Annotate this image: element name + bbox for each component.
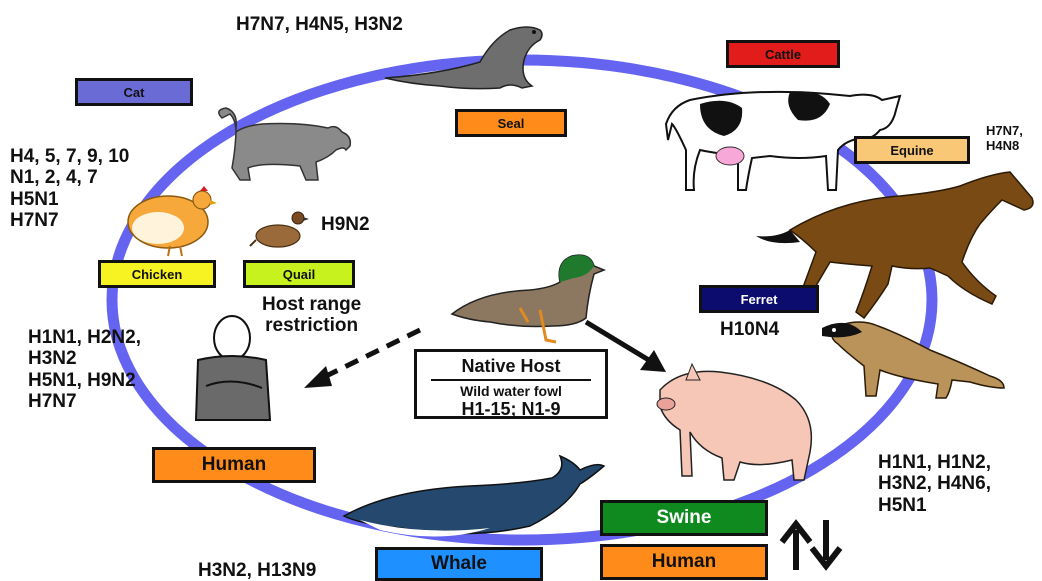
- cat-icon: [219, 108, 351, 180]
- native-host-title: Native Host: [417, 356, 605, 377]
- cat-label: Cat: [75, 78, 193, 106]
- pig-icon: [657, 364, 811, 480]
- native-host-divider: [431, 379, 591, 381]
- whale-subtypes: H3N2, H13N9: [198, 560, 316, 581]
- chicken-label: Chicken: [98, 260, 216, 288]
- equine-label: Equine: [854, 136, 970, 164]
- human-icon: [196, 316, 270, 420]
- dashed-arrow: [304, 330, 420, 388]
- cat-chicken-subtypes: H4, 5, 7, 9, 10 N1, 2, 4, 7 H5N1 H7N7: [10, 146, 129, 231]
- native-host-subtypes: H1-15; N1-9: [417, 399, 605, 420]
- ferret-subtypes: H10N4: [720, 319, 779, 340]
- swine-label: Swine: [600, 500, 768, 536]
- ferret-label: Ferret: [699, 285, 819, 313]
- human-subtypes: H1N1, H2N2, H3N2 H5N1, H9N2 H7N7: [28, 327, 141, 412]
- duck-icon: [452, 255, 604, 342]
- native-host-box: Native Host Wild water fowl H1-15; N1-9: [414, 349, 608, 419]
- up-down-arrows-icon: [782, 520, 840, 570]
- quail-subtypes: H9N2: [321, 214, 370, 235]
- swine-subtypes: H1N1, H1N2, H3N2, H4N6, H5N1: [878, 452, 991, 516]
- quail-label: Quail: [243, 260, 355, 288]
- whale-icon: [344, 456, 604, 537]
- host-range-restriction-note: Host range restriction: [262, 294, 361, 337]
- human-label: Human: [152, 447, 316, 483]
- seal-label: Seal: [455, 109, 567, 137]
- chicken-icon: [128, 186, 217, 256]
- human-label-swine: Human: [600, 544, 768, 580]
- native-host-subtitle: Wild water fowl: [417, 383, 605, 399]
- whale-label: Whale: [375, 547, 543, 581]
- quail-icon: [250, 212, 309, 247]
- equine-subtypes: H7N7, H4N8: [986, 124, 1023, 153]
- cattle-label: Cattle: [726, 40, 840, 68]
- ferret-icon: [822, 322, 1004, 398]
- seal-subtypes: H7N7, H4N5, H3N2: [236, 14, 403, 35]
